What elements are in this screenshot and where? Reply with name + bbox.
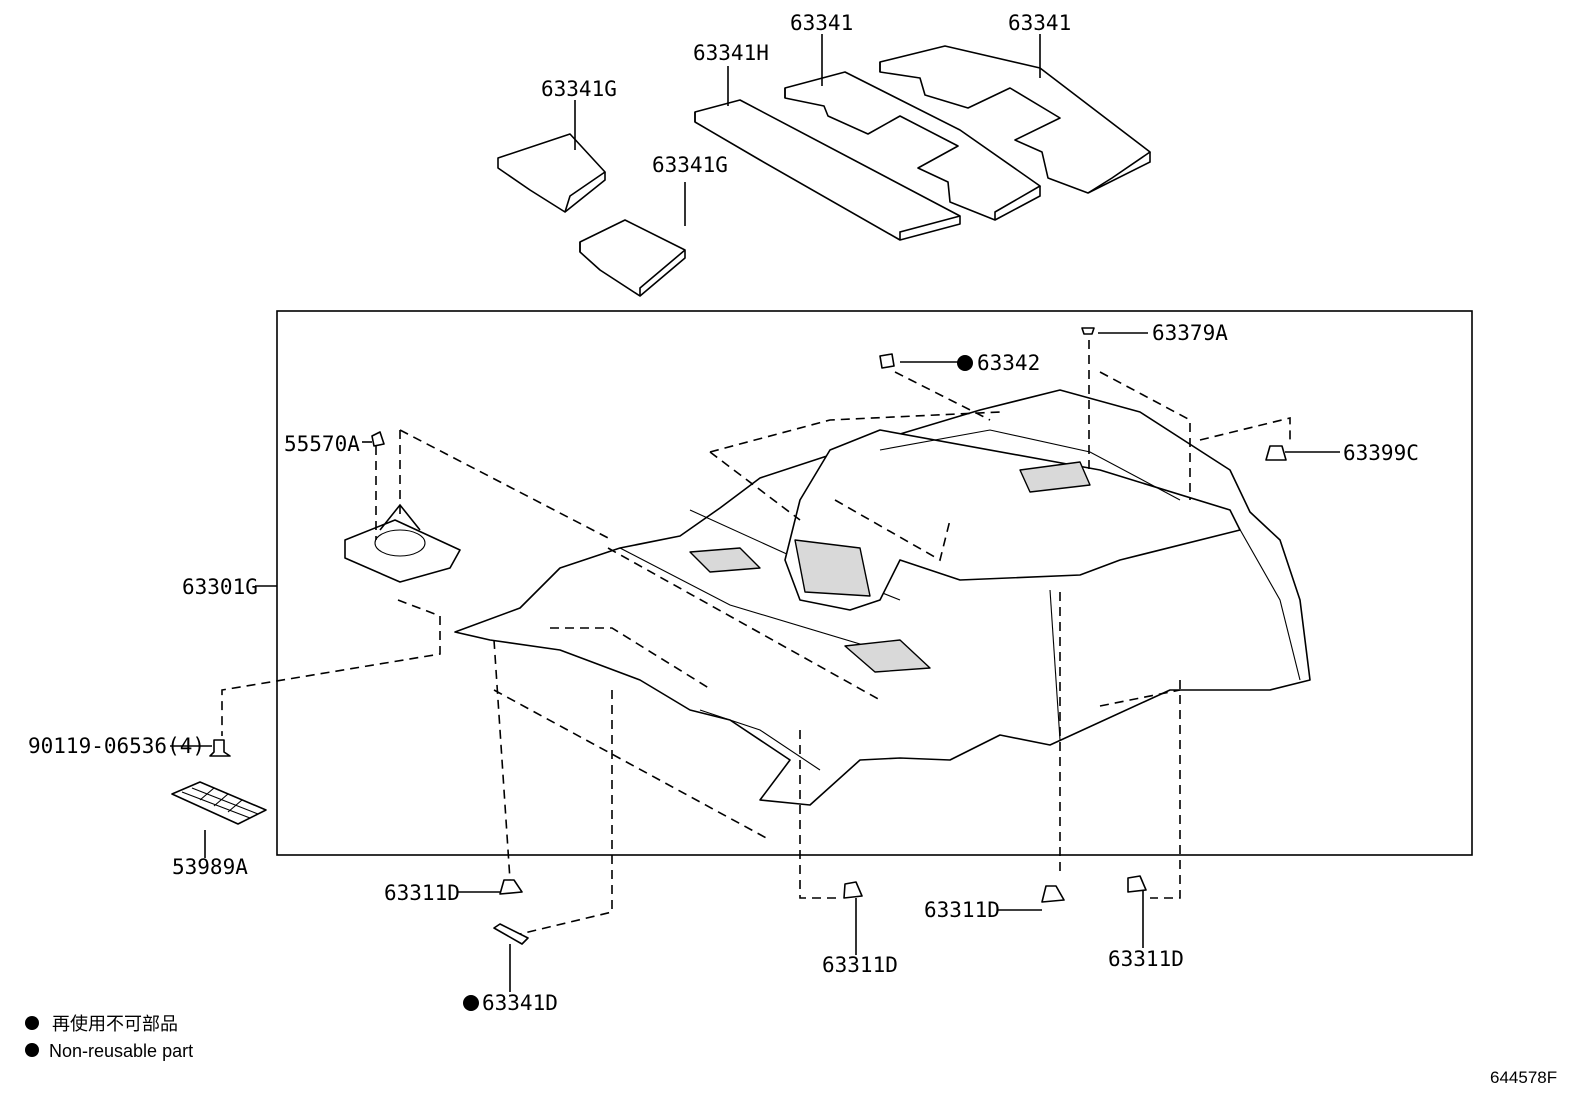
grille-53989A: [171, 781, 267, 825]
label-63341-right: 63341: [1008, 11, 1071, 35]
pad-63341G-upper: [497, 133, 606, 213]
assembly-frame: [276, 310, 1473, 856]
label-63341-middle: 63341: [790, 11, 853, 35]
label-63301G: 63301G: [182, 575, 258, 599]
legend-en: Non-reusable part: [49, 1041, 193, 1061]
label-63311D-left: 63311D: [384, 881, 460, 905]
label-63311D-mid-right: 63311D: [924, 898, 1000, 922]
label-63379A: 63379A: [1152, 321, 1228, 345]
label-53989A: 53989A: [172, 855, 248, 879]
assembly-lines: [221, 340, 1291, 935]
clip-63342: [879, 353, 895, 369]
pad-63341D: [493, 923, 529, 945]
label-63341G-lower: 63341G: [652, 153, 728, 177]
label-63341D: 63341D: [482, 991, 558, 1015]
label-63342: 63342: [977, 351, 1040, 375]
legend-bullet-jp: [25, 1016, 39, 1030]
drawing-code: 644578F: [1490, 1068, 1557, 1087]
bracket-63301G: [344, 503, 461, 583]
label-63341G-upper: 63341G: [541, 77, 617, 101]
leader-lines: [170, 34, 1340, 992]
pad-63341G-lower: [579, 219, 686, 297]
legend-jp: 再使用不可部品: [52, 1014, 178, 1034]
clip-63311D-3: [1041, 885, 1065, 903]
clip-63311D-1: [499, 879, 523, 895]
label-63311D-right: 63311D: [1108, 947, 1184, 971]
pad-63341H: [694, 99, 961, 241]
legend-bullet-en: [25, 1043, 39, 1057]
clip-63311D-2: [843, 881, 863, 899]
non-reusable-marker-63341D: [463, 995, 479, 1011]
label-55570A: 55570A: [284, 432, 360, 456]
label-63341H: 63341H: [693, 41, 769, 65]
roof-headliner: [454, 389, 1311, 806]
clip-63311D-4: [1127, 875, 1147, 893]
screw-90119-06536: [209, 739, 231, 757]
non-reusable-marker-63342: [957, 355, 973, 371]
pad-63341-middle: [784, 71, 1041, 221]
label-90119-06536: 90119-06536(4): [28, 734, 205, 758]
clip-63399C: [1265, 445, 1287, 461]
pad-63341-right: [879, 45, 1151, 194]
label-63399C: 63399C: [1343, 441, 1419, 465]
legend: 再使用不可部品 Non-reusable part: [25, 1014, 193, 1061]
label-63311D-center: 63311D: [822, 953, 898, 977]
clip-55570A: [371, 431, 385, 447]
clip-63379A: [1081, 327, 1095, 335]
